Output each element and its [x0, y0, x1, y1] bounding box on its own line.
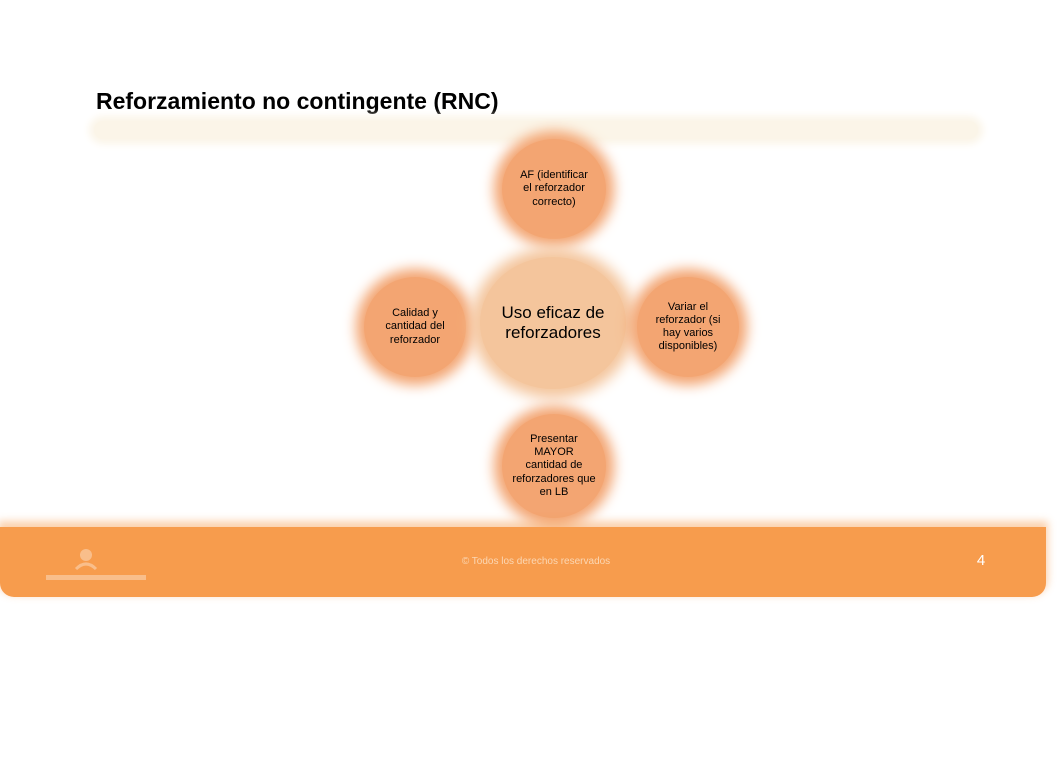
node-center-effective-use: Uso eficaz de reforzadores [480, 257, 626, 389]
copyright-text: © Todos los derechos reservados [461, 556, 611, 567]
title-underline-bar [94, 121, 978, 139]
node-quality-quantity-label: Calidad y cantidad del reforzador [385, 307, 445, 346]
node-quality-quantity: Calidad y cantidad del reforzador [364, 277, 466, 377]
node-identify-reinforcer: AF (identificar el reforzador correcto) [502, 139, 606, 239]
page-number: 4 [976, 552, 986, 569]
node-identify-reinforcer-label: AF (identificar el reforzador correcto) [520, 169, 588, 208]
node-vary-reinforcer-label: Variar el reforzador (si hay varios disp… [655, 300, 721, 353]
node-present-more: Presentar MAYOR cantidad de reforzadores… [502, 414, 606, 518]
node-vary-reinforcer: Variar el reforzador (si hay varios disp… [637, 277, 739, 377]
node-center-label: Uso eficaz de reforzadores [501, 302, 605, 342]
slide-title: Reforzamiento no contingente (RNC) [96, 88, 499, 114]
footer-bar: © Todos los derechos reservados 4 [0, 527, 1046, 597]
node-present-more-label: Presentar MAYOR cantidad de reforzadores… [512, 433, 596, 498]
logo-icon [46, 549, 146, 580]
